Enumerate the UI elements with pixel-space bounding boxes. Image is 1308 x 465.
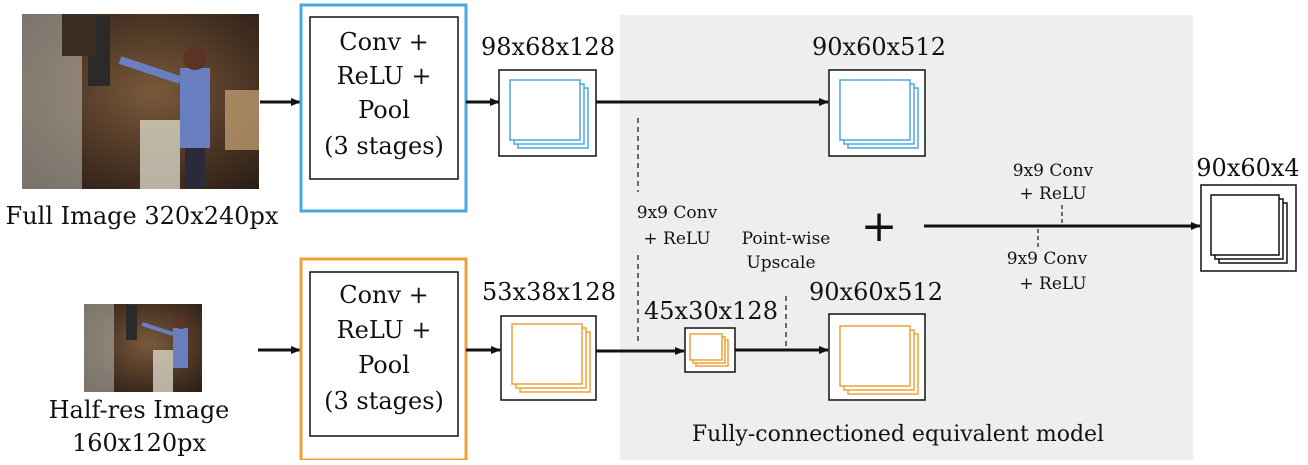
top-stage-line1: Conv + — [339, 28, 429, 56]
conv-right-top-line2: + ReLU — [1019, 184, 1086, 204]
conv-right-bottom-line2: + ReLU — [1019, 274, 1086, 294]
full-image-label: Full Image 320x240px — [6, 202, 279, 230]
bottom-second-feature-map — [828, 313, 926, 401]
conv-right-top-line1: 9x9 Conv — [1013, 161, 1094, 181]
half-res-image-label-line2: 160x120px — [72, 429, 207, 457]
upscale-line1: Point-wise — [742, 229, 831, 249]
panel-caption: Fully-connectioned equivalent model — [692, 422, 1104, 447]
conv-left-line1: 9x9 Conv — [637, 203, 718, 223]
output-feature-label: 90x60x4 — [1196, 154, 1299, 182]
bottom-stage-line2: ReLU + — [337, 316, 432, 344]
bottom-first-feature-map — [500, 315, 597, 401]
bottom-stage-line4: (3 stages) — [324, 387, 444, 415]
bottom-conv-stage-block: Conv + ReLU + Pool (3 stages) — [299, 257, 468, 462]
top-stage-line3: Pool — [358, 96, 410, 124]
bottom-stage-line3: Pool — [358, 351, 410, 379]
top-stage-line2: ReLU + — [337, 62, 432, 90]
bottom-second-feature-label: 90x60x512 — [809, 278, 943, 306]
bottom-first-feature-label: 53x38x128 — [482, 278, 616, 306]
bottom-stage-line1: Conv + — [339, 281, 429, 309]
full-image-thumbnail — [22, 14, 259, 189]
top-conv-stage-block: Conv + ReLU + Pool (3 stages) — [299, 3, 468, 213]
bottom-small-feature-map — [684, 327, 736, 373]
top-first-feature-map — [498, 69, 597, 157]
top-first-feature-label: 98x68x128 — [481, 33, 615, 61]
top-second-feature-map — [828, 69, 926, 157]
conv-left-line2: + ReLU — [643, 229, 710, 249]
half-res-image-thumbnail — [84, 304, 202, 392]
half-res-image-label-line1: Half-res Image — [49, 396, 230, 424]
conv-right-bottom-line1: 9x9 Conv — [1007, 249, 1088, 269]
bottom-small-feature-label: 45x30x128 — [644, 297, 778, 325]
sum-plus-sign: + — [861, 201, 898, 252]
top-stage-line4: (3 stages) — [324, 132, 444, 160]
top-second-feature-label: 90x60x512 — [812, 33, 946, 61]
output-feature-map — [1200, 184, 1297, 272]
upscale-line2: Upscale — [746, 253, 815, 273]
